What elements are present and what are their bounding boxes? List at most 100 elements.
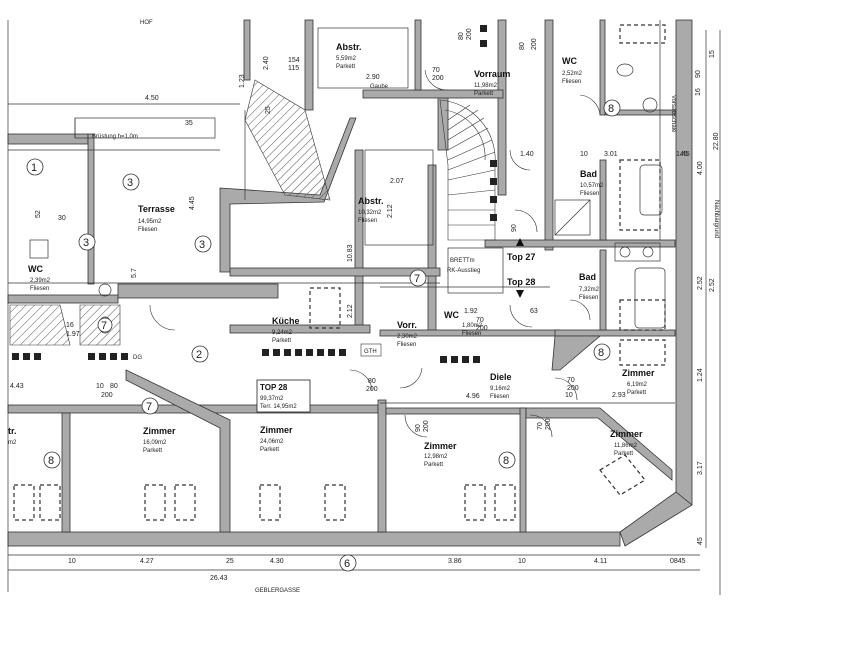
svg-text:10,57m2: 10,57m2 [580,183,604,189]
svg-text:Fliesen: Fliesen [580,191,599,197]
svg-text:90: 90 [415,424,422,432]
svg-text:9,16m2: 9,16m2 [490,386,511,392]
svg-text:Bad: Bad [579,272,596,282]
svg-text:6,19m2: 6,19m2 [627,382,648,388]
svg-text:80: 80 [519,42,526,50]
nachbar-label: Nachbargrund [713,200,719,238]
svg-text:52: 52 [35,210,42,218]
svg-text:Parkett: Parkett [474,91,493,97]
arrow-down-icon [516,290,524,298]
svg-text:63: 63 [530,308,538,315]
svg-text:10: 10 [565,392,573,399]
markers [26,99,621,572]
svg-text:90: 90 [695,70,702,78]
svg-text:4.96: 4.96 [466,393,480,400]
spiral-stair [439,99,496,241]
svg-text:4.11: 4.11 [594,558,607,565]
svg-text:11,98m2: 11,98m2 [474,83,498,89]
svg-text:Fliesen: Fliesen [138,227,157,233]
svg-text:3.01: 3.01 [604,151,618,158]
dimensions-top: 4.50 1.23 2.40 154 115 2.90 80 200 70 20… [35,28,704,290]
svg-text:26.43: 26.43 [210,575,228,582]
svg-text:35: 35 [185,120,193,127]
svg-text:8: 8 [503,455,509,467]
gaube-label: Gaube [370,84,389,90]
svg-text:70: 70 [476,317,484,324]
room-zimmer-r2: Zimmer 11,86m2 Parkett [610,429,643,457]
top28-label: Top 28 [507,277,535,287]
svg-text:3: 3 [83,237,89,249]
svg-text:Terrasse: Terrasse [138,204,175,214]
room-zimmer-c: Zimmer 24,06m2 Parkett [260,425,293,453]
svg-text:200: 200 [466,28,473,40]
svg-text:200: 200 [476,325,488,332]
svg-text:8: 8 [608,103,614,115]
svg-text:16,09m2: 16,09m2 [143,440,167,446]
svg-text:7: 7 [101,320,107,332]
svg-text:4.45: 4.45 [189,196,196,210]
svg-text:Parkett: Parkett [260,447,279,453]
marker-labels: 3 3 3 2 7 7 7 8 8 8 8 1 6 [31,103,614,570]
svg-text:90: 90 [511,224,518,232]
svg-text:200: 200 [567,385,579,392]
svg-text:1.40: 1.40 [520,151,534,158]
svg-text:2.12: 2.12 [387,204,394,218]
svg-text:10: 10 [96,383,104,390]
svg-text:10.83: 10.83 [347,244,354,262]
gasse-label: GEBLERGASSE [255,588,300,594]
room-wc-top: WC 2,52m2 Fliesen [562,56,583,85]
svg-text:Parkett: Parkett [614,451,633,457]
svg-text:3: 3 [127,177,133,189]
svg-text:7: 7 [146,401,152,413]
dimensions-mid: 10.83 2.12 5.7 2.12 1.92 63 70 200 80 20… [66,204,626,432]
svg-text:1.23: 1.23 [239,74,246,88]
svg-text:WC: WC [562,56,577,66]
svg-text:10: 10 [68,558,76,565]
svg-text:10: 10 [580,151,588,158]
svg-text:10,32m2: 10,32m2 [358,210,382,216]
svg-text:WC: WC [28,264,43,274]
svg-text:200: 200 [545,418,552,430]
svg-text:Parkett: Parkett [143,448,162,454]
svg-text:80: 80 [368,378,376,385]
room-zimmer-l: Zimmer 16,09m2 Parkett [143,426,176,454]
svg-text:154: 154 [288,57,300,64]
svg-text:25: 25 [265,106,272,114]
svg-text:m2: m2 [8,440,17,446]
room-zimmer-b: Zimmer 12,98m2 Parkett [424,441,457,468]
svg-text:Zimmer: Zimmer [424,441,457,451]
room-wc-left: WC 2,39m2 Fliesen [28,264,51,292]
svg-text:80: 80 [110,383,118,390]
svg-text:1.97: 1.97 [66,331,80,338]
svg-text:3: 3 [199,239,205,251]
svg-text:7,32m2: 7,32m2 [579,287,600,293]
svg-text:10: 10 [518,558,526,565]
svg-text:200: 200 [432,75,444,82]
svg-text:Vorr.: Vorr. [397,320,417,330]
door-swings [149,69,601,438]
room-name: Abstr. [336,42,362,52]
dimensions-left: 4.43 10 80 200 30 [10,215,118,399]
room-wc-mid: WC 1,80m2 Fliesen [444,310,483,337]
room-zimmer-r1: Zimmer 6,19m2 Parkett [622,368,655,396]
svg-text:25: 25 [226,558,234,565]
svg-text:2.40: 2.40 [263,56,270,70]
room-terrasse: Terrasse 14,95m2 Fliesen [138,204,175,233]
svg-text:4.00: 4.00 [697,161,704,175]
vorsatzschale-label: Vorsatzschale [670,95,676,133]
svg-text:Zimmer: Zimmer [143,426,176,436]
svg-text:Vorraum: Vorraum [474,69,510,79]
svg-text:5.7: 5.7 [131,268,138,278]
svg-text:99,37m2: 99,37m2 [260,396,284,402]
svg-text:4.50: 4.50 [145,95,159,102]
top28-info-box: TOP 28 99,37m2 Terr. 14,95m2 [256,379,311,413]
svg-text:1: 1 [31,162,37,174]
svg-text:115: 115 [288,65,299,72]
room-bad-mid: Bad 7,32m2 Fliesen [579,272,600,301]
svg-text:14,95m2: 14,95m2 [138,219,162,225]
svg-text:Fliesen: Fliesen [562,79,581,85]
thin-lines [7,20,721,595]
svg-text:Zimmer: Zimmer [610,429,643,439]
svg-text:80: 80 [458,32,465,40]
